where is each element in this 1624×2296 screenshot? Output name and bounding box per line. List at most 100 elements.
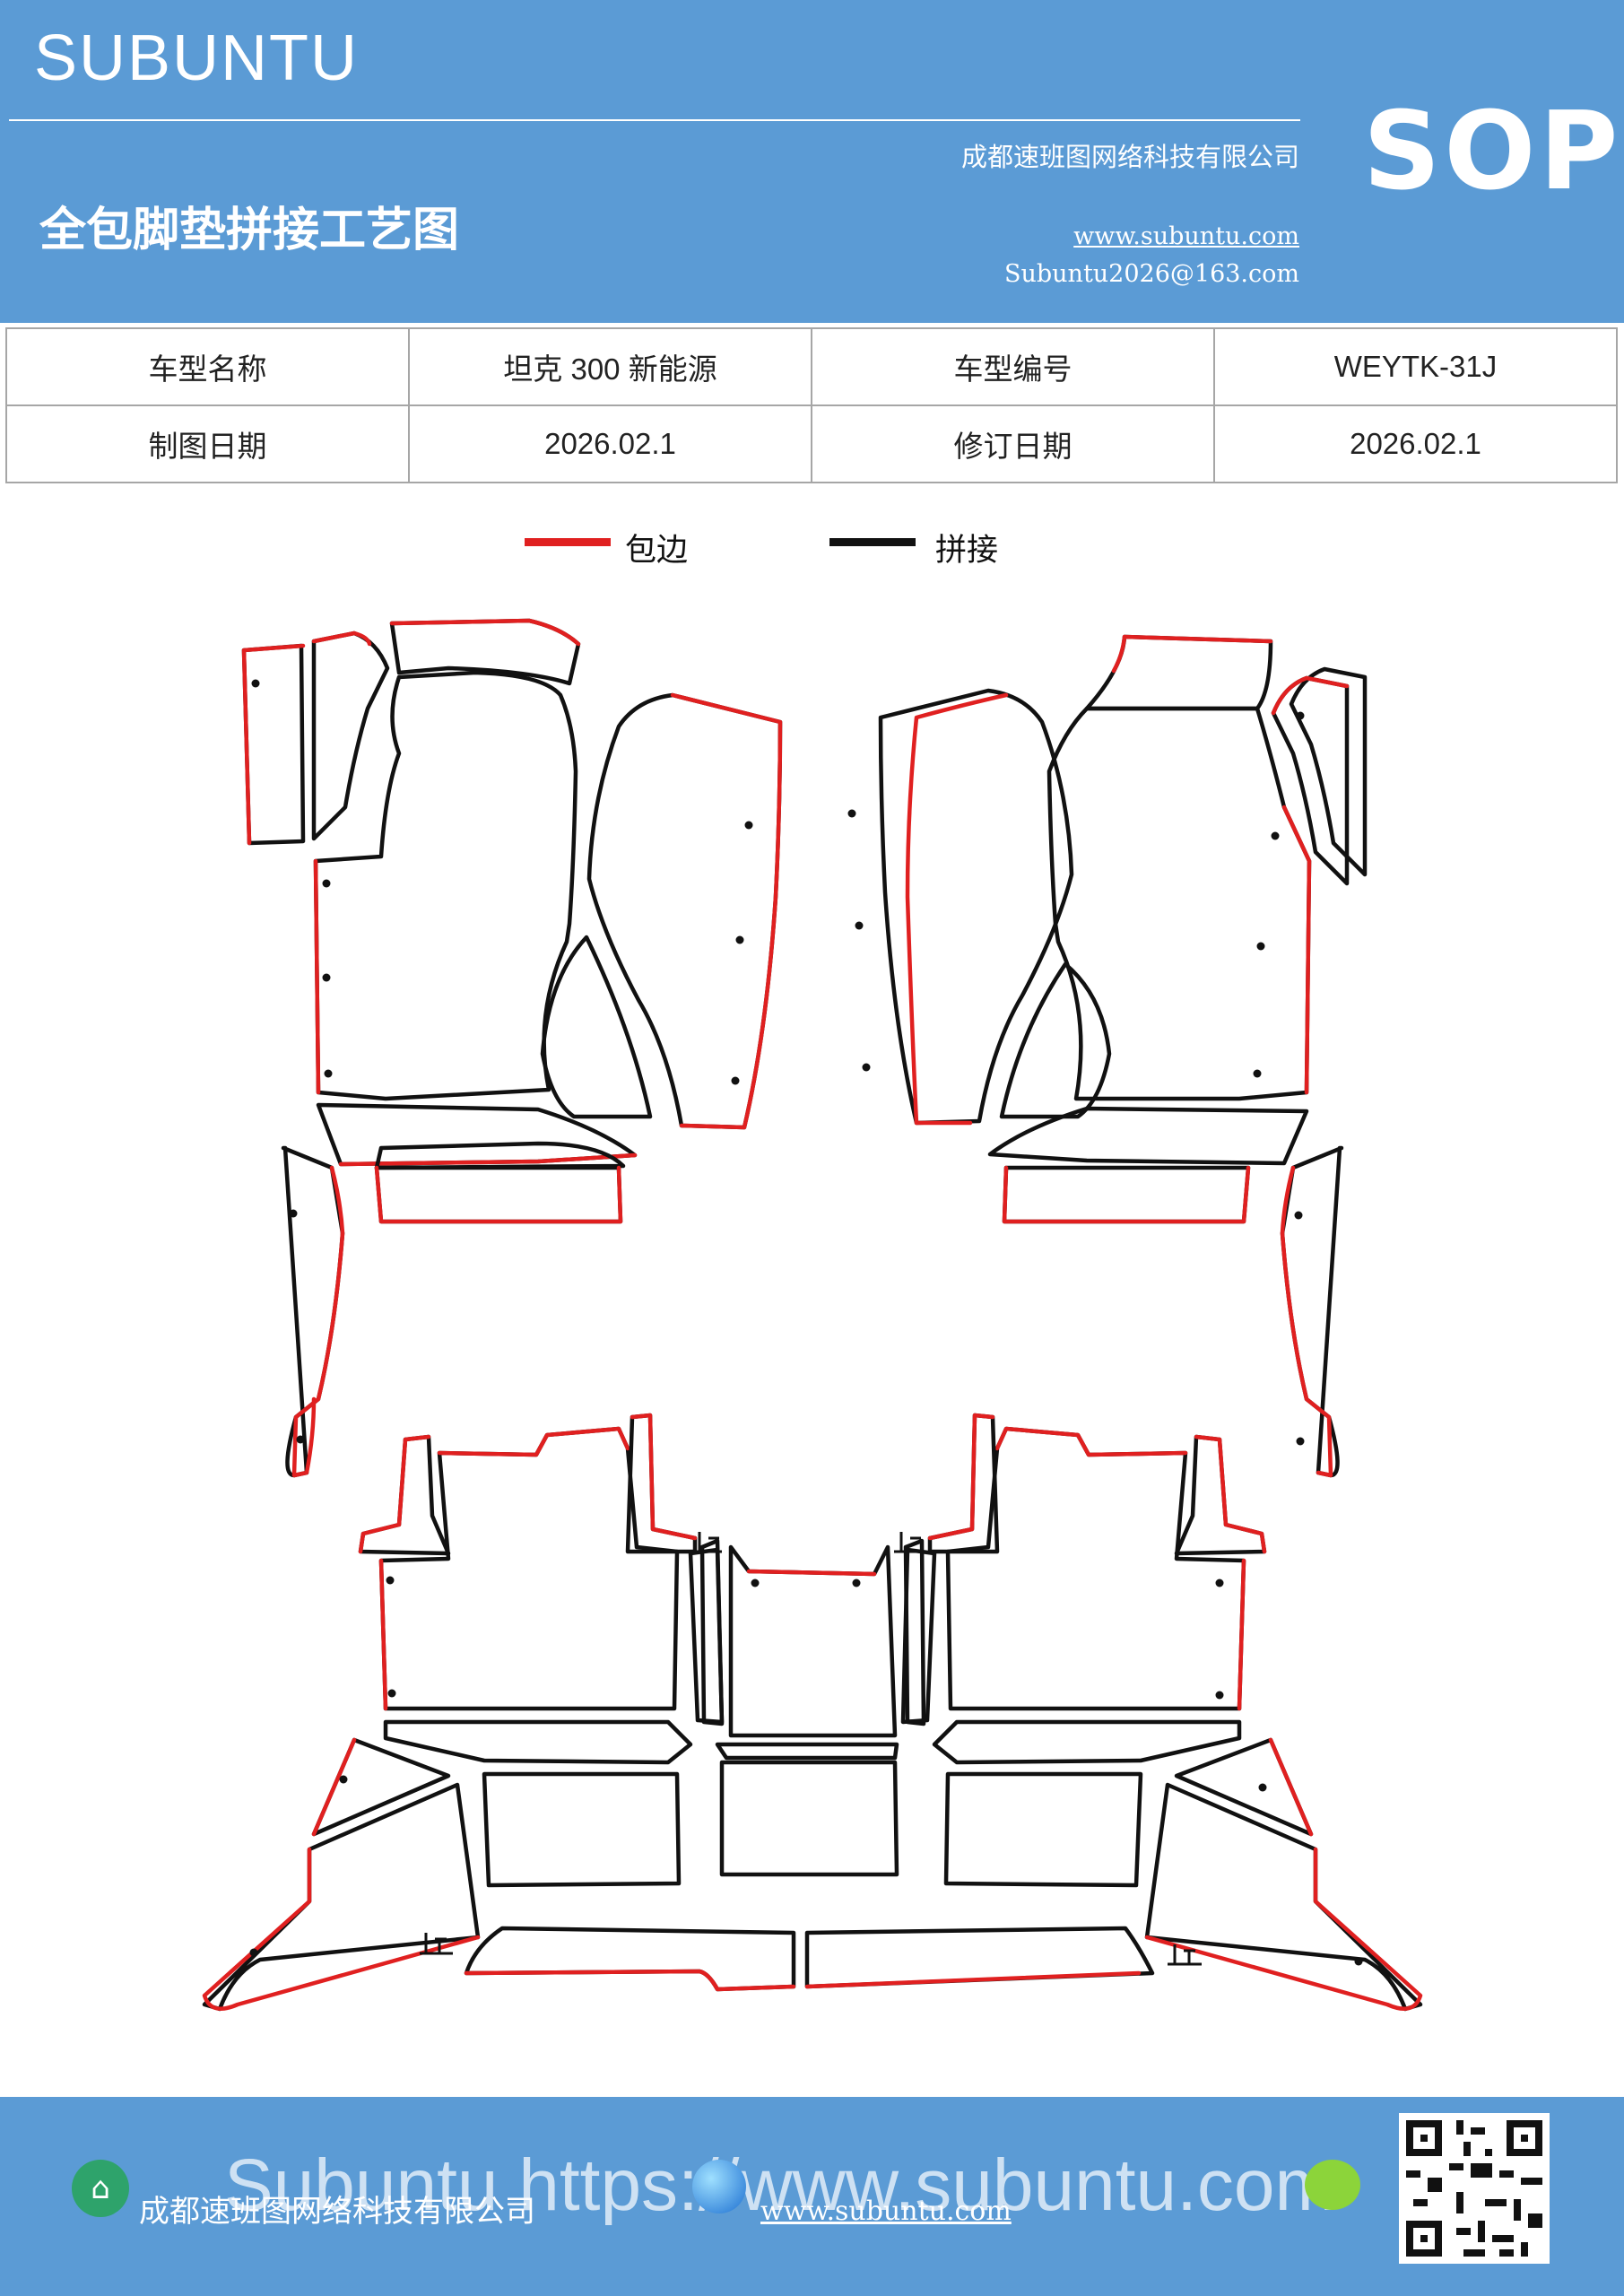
hole-dot (731, 1076, 740, 1085)
mat-piece (878, 688, 1074, 1126)
hole-dot (339, 1775, 348, 1784)
footer-watermark: Subuntu https://www.subuntu.com (224, 2144, 1336, 2226)
hole-dot (322, 973, 331, 982)
company-name: 成都速班图网络科技有限公司 (960, 142, 1299, 172)
center-mat-group (699, 1538, 1155, 1989)
hole-dot (1294, 1211, 1303, 1220)
value-model-code: WEYTK-31J (1213, 327, 1618, 406)
mat-piece (719, 1760, 899, 1877)
info-table: 车型名称 坦克 300 新能源 车型编号 WEYTK-31J 制图日期 2026… (5, 327, 1618, 483)
mat-edge (1271, 675, 1350, 716)
mat-edge (746, 1569, 877, 1577)
hole-dot (1354, 1957, 1363, 1966)
hole-dot (251, 679, 260, 688)
mat-edge (378, 1558, 388, 1711)
mat-edge (905, 692, 1009, 1126)
hole-dot (1296, 711, 1305, 720)
label-revision-date: 修订日期 (811, 404, 1215, 483)
front-left-mat-group (241, 618, 783, 1478)
website-link[interactable]: www.subuntu.com (1073, 222, 1299, 250)
label-drawing-date: 制图日期 (5, 404, 410, 483)
hole-dot (852, 1578, 861, 1587)
rear-right-mat-group (900, 1413, 1423, 2012)
mat-edge (291, 1165, 345, 1478)
mat-edge (1237, 1558, 1246, 1711)
stop-marker (1168, 1944, 1202, 1966)
header-banner: SUBUNTU 成都速班图网络科技有限公司 全包脚垫拼接工艺图 www.subu… (0, 0, 1624, 323)
mat-piece (241, 643, 306, 846)
mat-piece (1046, 706, 1312, 1101)
label-model-name: 车型名称 (5, 327, 410, 406)
hole-dot (289, 1209, 298, 1218)
mat-piece (464, 1926, 796, 1992)
legend: 包边 拼接 (0, 525, 1624, 578)
mat-piece (903, 1538, 926, 1726)
footer-website-link[interactable]: www.subuntu.com (760, 2196, 1012, 2227)
hole-dot (249, 1948, 258, 1957)
mat-edge (358, 1434, 431, 1554)
wechat-icon (1305, 2160, 1360, 2210)
mat-edge (1280, 1165, 1333, 1478)
mounting-holes (249, 679, 1363, 1966)
mat-piece (540, 935, 653, 1119)
mat-piece (999, 961, 1112, 1119)
hole-dot (296, 1435, 305, 1444)
floor-mat-diagram (202, 618, 1423, 2012)
hole-dot (1253, 1069, 1262, 1078)
mat-edge (1144, 1847, 1423, 2011)
email-address: Subuntu2026@163.com (1004, 260, 1299, 288)
mat-edge (994, 1426, 1188, 1457)
building-icon: ⌂ (72, 2160, 129, 2217)
value-drawing-date: 2026.02.1 (408, 404, 812, 483)
mat-edge (927, 1413, 995, 1541)
mat-piece (987, 1106, 1309, 1166)
table-row: 车型名称 坦克 300 新能源 车型编号 WEYTK-31J (5, 327, 1618, 406)
label-model-code: 车型编号 (811, 327, 1215, 406)
mat-piece (374, 1165, 623, 1224)
mat-edge (338, 1152, 638, 1167)
mat-edge (311, 1737, 357, 1837)
mat-piece (586, 692, 783, 1130)
mat-piece (383, 1719, 693, 1765)
mat-edge (1268, 1737, 1314, 1837)
mat-edge (202, 1847, 481, 2011)
mat-edge (1111, 634, 1273, 674)
hole-dot (744, 821, 753, 830)
mat-piece (482, 1771, 682, 1888)
mat-piece (313, 670, 578, 1101)
legend-edging-swatch (525, 538, 611, 546)
mat-piece (378, 1426, 680, 1711)
mat-edge (1281, 804, 1312, 1095)
hole-dot (386, 1576, 395, 1585)
hole-dot (1271, 831, 1280, 840)
mat-edge (630, 1413, 698, 1541)
mat-piece (1271, 675, 1350, 886)
mat-piece (715, 1742, 899, 1761)
stop-markers (420, 1532, 1202, 1966)
footer-company-name: 成都速班图网络科技有限公司 (139, 2194, 535, 2230)
hole-dot (324, 1069, 333, 1078)
hole-dot (1296, 1437, 1305, 1446)
hole-dot (1215, 1578, 1224, 1587)
value-revision-date: 2026.02.1 (1213, 404, 1618, 483)
mat-edge (464, 1969, 796, 1992)
hole-dot (735, 935, 744, 944)
hole-dot (855, 921, 864, 930)
hole-dot (751, 1578, 760, 1587)
mat-piece (943, 1771, 1143, 1888)
hole-dot (847, 809, 856, 818)
page-title: 全包脚垫拼接工艺图 (39, 203, 460, 257)
mat-edge (374, 1165, 623, 1224)
mat-piece (311, 631, 390, 841)
legend-splice-swatch (829, 538, 916, 546)
mat-piece (932, 1719, 1242, 1765)
stop-marker (894, 1532, 924, 1553)
sop-badge: SOP (1363, 90, 1622, 214)
hole-dot (1215, 1691, 1224, 1700)
hole-dot (387, 1689, 396, 1698)
hole-dot (322, 879, 331, 888)
globe-icon (692, 2160, 746, 2213)
mat-piece (1289, 666, 1368, 877)
front-right-mat-group (878, 634, 1368, 1478)
legend-splice-label: 拼接 (935, 533, 999, 569)
